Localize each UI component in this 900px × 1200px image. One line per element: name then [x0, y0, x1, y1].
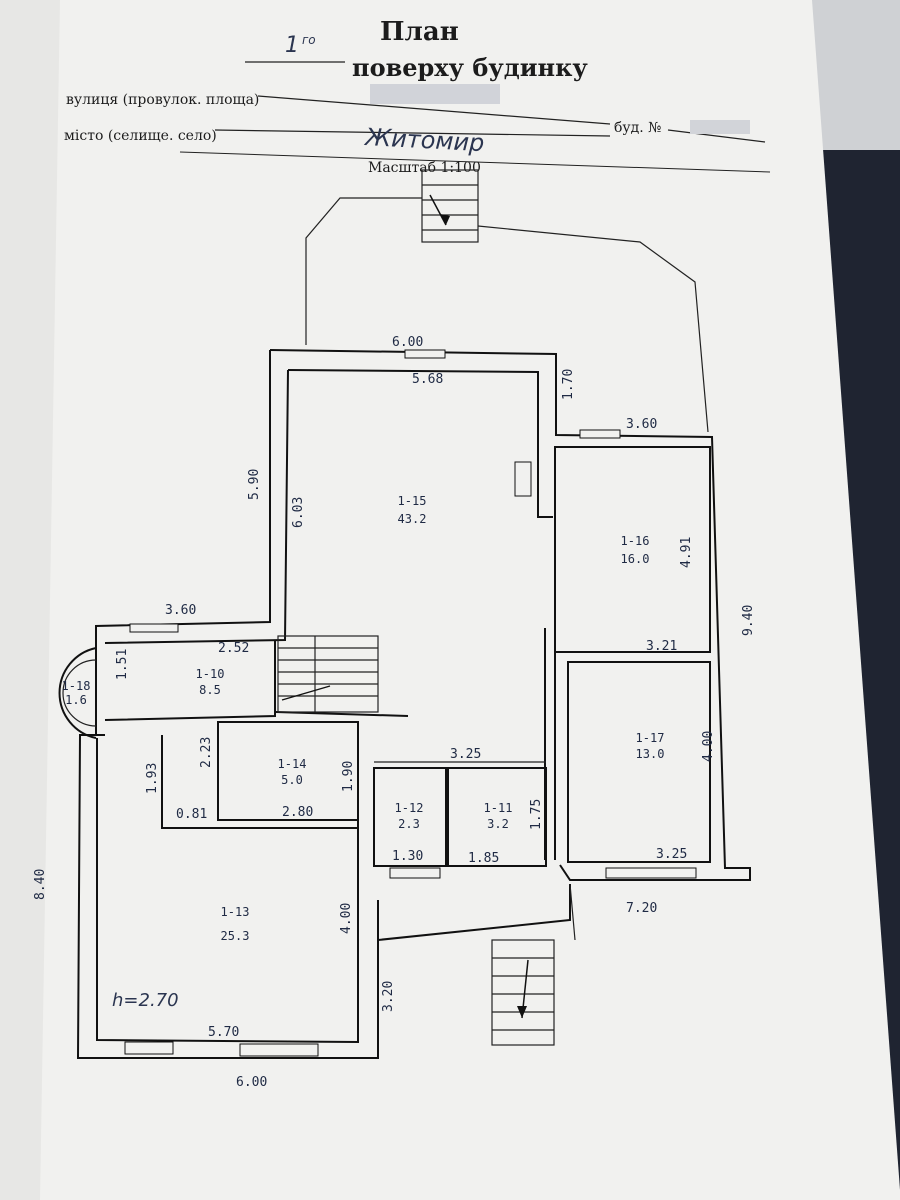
- paper-shadow: [0, 0, 60, 1200]
- bay-window-arc: [58, 647, 97, 739]
- dim-r11-width: 1.85: [468, 851, 499, 866]
- dim-r10-width: 2.52: [218, 641, 249, 656]
- dim-inner-vertical: 6.03: [291, 497, 306, 528]
- room-1-11-area: 3.2: [487, 817, 509, 831]
- dim-r17-vertical: 4.00: [701, 731, 716, 762]
- building-redacted: [690, 120, 750, 134]
- room-1-14-id: 1-14: [278, 757, 307, 771]
- inner-stair: [277, 635, 379, 713]
- plan-title: План: [380, 17, 459, 47]
- room-1-14-area: 5.0: [281, 773, 303, 787]
- inner-rooms-walls: [104, 640, 547, 867]
- room-1-16-area: 16.0: [621, 552, 650, 566]
- dim-corridor-width: 3.25: [450, 747, 481, 762]
- room-1-13-area: 25.3: [221, 929, 250, 943]
- dim-small-a: 1.93: [145, 763, 160, 794]
- room-1-11-id: 1-11: [484, 801, 513, 815]
- city-line: [214, 129, 611, 137]
- street-label: вулиця (провулок. площа): [66, 92, 259, 108]
- dim-r17-bottom: 3.25: [656, 847, 687, 862]
- room-1-16-id: 1-16: [621, 534, 650, 548]
- room-1-17-area: 13.0: [636, 747, 665, 761]
- street-redacted: [370, 84, 500, 104]
- dim-r14-right: 1.90: [341, 761, 356, 792]
- dim-bottom-right: 7.20: [626, 901, 657, 916]
- top-stair: [421, 169, 479, 243]
- bottom-stair: [491, 939, 555, 1046]
- building-line: [667, 129, 766, 143]
- floor-number: 1: [285, 33, 299, 58]
- room-1-10-area: 8.5: [199, 683, 221, 697]
- city-label: місто (селище. село): [64, 128, 217, 144]
- street-line: [257, 95, 611, 125]
- room-1-10-id: 1-10: [196, 667, 225, 681]
- terrace-outline-left: [305, 197, 422, 345]
- dim-r14-left: 2.23: [199, 737, 214, 768]
- terrace-outline-right: [477, 225, 709, 433]
- building-label: буд. №: [614, 120, 661, 136]
- city-value: Житомир: [363, 123, 485, 157]
- floor-suffix: го: [302, 33, 316, 47]
- dim-r12-width: 1.30: [392, 849, 423, 864]
- dim-right-top: 3.60: [626, 417, 657, 432]
- room-1-15-area: 43.2: [398, 512, 427, 526]
- dim-r14-bottom: 2.80: [282, 805, 313, 820]
- room-1-12-id: 1-12: [395, 801, 424, 815]
- room-1-18-area: 1.6: [65, 693, 87, 707]
- dim-top-outer: 6.00: [392, 335, 423, 350]
- room-1-12-area: 2.3: [398, 817, 420, 831]
- plan-subtitle: поверху будинку: [352, 53, 588, 82]
- dim-r16-vertical: 4.91: [679, 537, 694, 568]
- dim-right-step: 1.70: [561, 369, 576, 400]
- header-rule: [179, 151, 771, 173]
- bay-window-inner-arc: [62, 659, 97, 727]
- room-1-18-id: 1-18: [62, 679, 91, 693]
- dim-left-top-vertical: 5.90: [247, 469, 262, 500]
- room-1-13-id: 1-13: [221, 905, 250, 919]
- ceiling-height: h=2.70: [112, 990, 179, 1011]
- dim-right-outer: 9.40: [741, 605, 756, 636]
- dim-left-outer: 8.40: [33, 869, 48, 900]
- dim-r13-bottom: 5.70: [208, 1025, 239, 1040]
- dim-small-b: 0.81: [176, 807, 207, 822]
- dim-top-inner: 5.68: [412, 372, 443, 387]
- dim-bottom-outer: 6.00: [236, 1075, 267, 1090]
- dim-r10-height: 1.51: [115, 649, 130, 680]
- dim-r16-bottom: 3.21: [646, 639, 677, 654]
- scale-label: Масштаб 1:100: [368, 160, 481, 176]
- dim-left-step: 3.60: [165, 603, 196, 618]
- dim-r11-height: 1.75: [529, 799, 544, 830]
- room-1-15-id: 1-15: [398, 494, 427, 508]
- dim-r13-vertical: 4.00: [339, 903, 354, 934]
- windows: [124, 349, 697, 1057]
- room-1-17-id: 1-17: [636, 731, 665, 745]
- dim-stair-right: 3.20: [381, 981, 396, 1012]
